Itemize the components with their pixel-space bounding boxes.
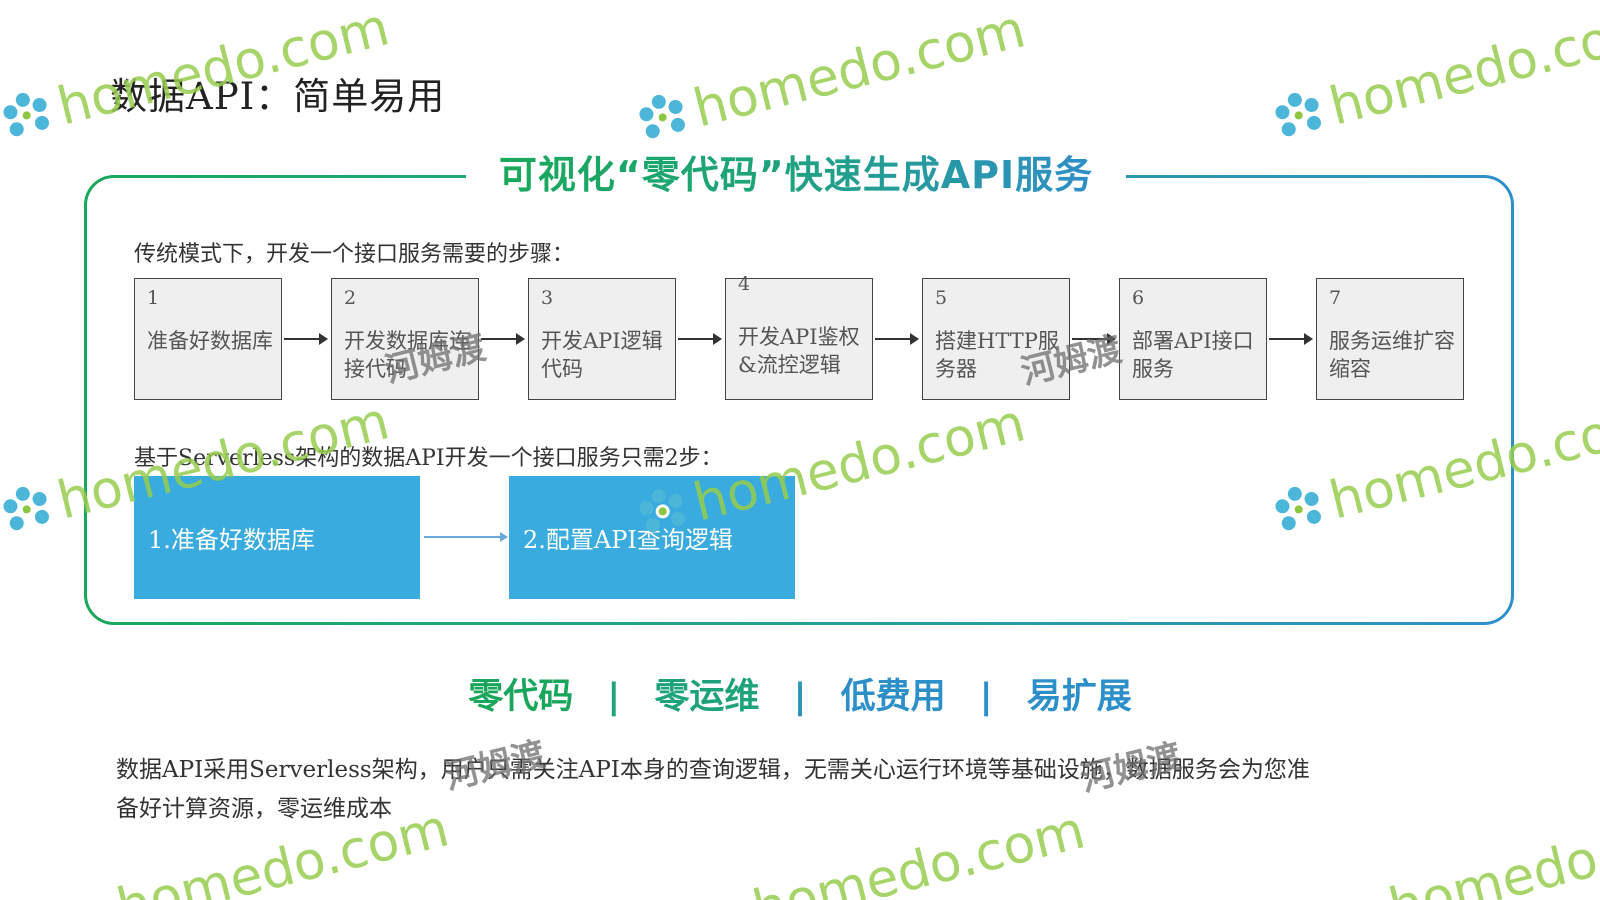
serverless-label: 基于Serverless架构的数据API开发一个接口服务只需2步： <box>134 446 723 471</box>
traditional-label: 传统模式下，开发一个接口服务需要的步骤： <box>134 242 575 267</box>
step-text: 1.准备好数据库 <box>148 526 315 554</box>
step-number: 4 <box>738 273 751 295</box>
arrow-icon <box>1072 333 1116 345</box>
arrow-icon <box>284 333 328 345</box>
headline-text: 可视化“零代码”快速生成API服务 <box>498 153 1094 197</box>
step-text: 开发API鉴权&流控逻辑 <box>738 325 860 377</box>
flower-logo-icon <box>1275 92 1321 137</box>
feature-bar: 零代码 | 零运维 | 低费用 | 易扩展 <box>0 668 1600 719</box>
headline: 可视化“零代码”快速生成API服务 <box>466 146 1126 204</box>
separator: | <box>793 677 807 717</box>
arrow-icon <box>481 333 525 345</box>
serverless-step: 2.配置API查询逻辑 <box>509 476 795 599</box>
step-number: 1 <box>147 287 160 309</box>
traditional-step: 4 开发API鉴权&流控逻辑 <box>725 273 873 400</box>
flower-logo-icon <box>3 92 49 137</box>
description: 数据API采用Serverless架构，用户只需关注API本身的查询逻辑，无需关… <box>116 754 1446 826</box>
traditional-step: 3 开发API逻辑代码 <box>528 278 676 400</box>
traditional-step: 1 准备好数据库 <box>134 278 282 400</box>
flower-logo-icon <box>3 486 49 531</box>
feature-low-cost: 低费用 <box>840 677 946 717</box>
arrow-icon <box>678 333 722 345</box>
arrow-icon <box>1269 333 1313 345</box>
arrow-icon <box>424 532 508 542</box>
traditional-step: 6 部署API接口服务 <box>1119 278 1267 400</box>
step-text: 部署API接口服务 <box>1132 329 1254 381</box>
step-text: 服务运维扩容缩容 <box>1329 329 1455 381</box>
step-text: 搭建HTTP服务器 <box>935 329 1059 381</box>
step-number: 6 <box>1132 287 1145 309</box>
feature-zero-ops: 零运维 <box>654 677 760 717</box>
watermark: homedo.com河姆渡 <box>629 0 1139 154</box>
flower-logo-icon <box>639 94 685 139</box>
description-line: 数据API采用Serverless架构，用户只需关注API本身的查询逻辑，无需关… <box>116 757 1310 783</box>
separator: | <box>607 677 621 717</box>
feature-zero-code: 零代码 <box>468 677 574 717</box>
traditional-step: 2 开发数据库连接代码 <box>331 278 479 400</box>
step-text: 准备好数据库 <box>147 329 273 353</box>
watermark: homedo.com <box>1265 0 1600 152</box>
step-number: 2 <box>344 287 357 309</box>
watermark-brand: homedo.com <box>1323 0 1600 138</box>
step-number: 3 <box>541 287 554 309</box>
step-text: 开发API逻辑代码 <box>541 329 663 381</box>
step-number: 7 <box>1329 287 1342 309</box>
step-text: 开发数据库连接代码 <box>344 329 470 381</box>
arrow-icon <box>875 333 919 345</box>
page-title: 数据API：简单易用 <box>110 75 446 118</box>
watermark-brand: homedo.com <box>687 0 1032 140</box>
separator: | <box>979 677 993 717</box>
step-text: 2.配置API查询逻辑 <box>523 526 733 554</box>
serverless-step: 1.准备好数据库 <box>134 476 420 599</box>
feature-easy-scale: 易扩展 <box>1026 677 1132 717</box>
traditional-step: 7 服务运维扩容缩容 <box>1316 278 1464 400</box>
step-number: 5 <box>935 287 948 309</box>
description-line: 备好计算资源，零运维成本 <box>116 796 392 822</box>
traditional-step: 5 搭建HTTP服务器 <box>922 278 1070 400</box>
